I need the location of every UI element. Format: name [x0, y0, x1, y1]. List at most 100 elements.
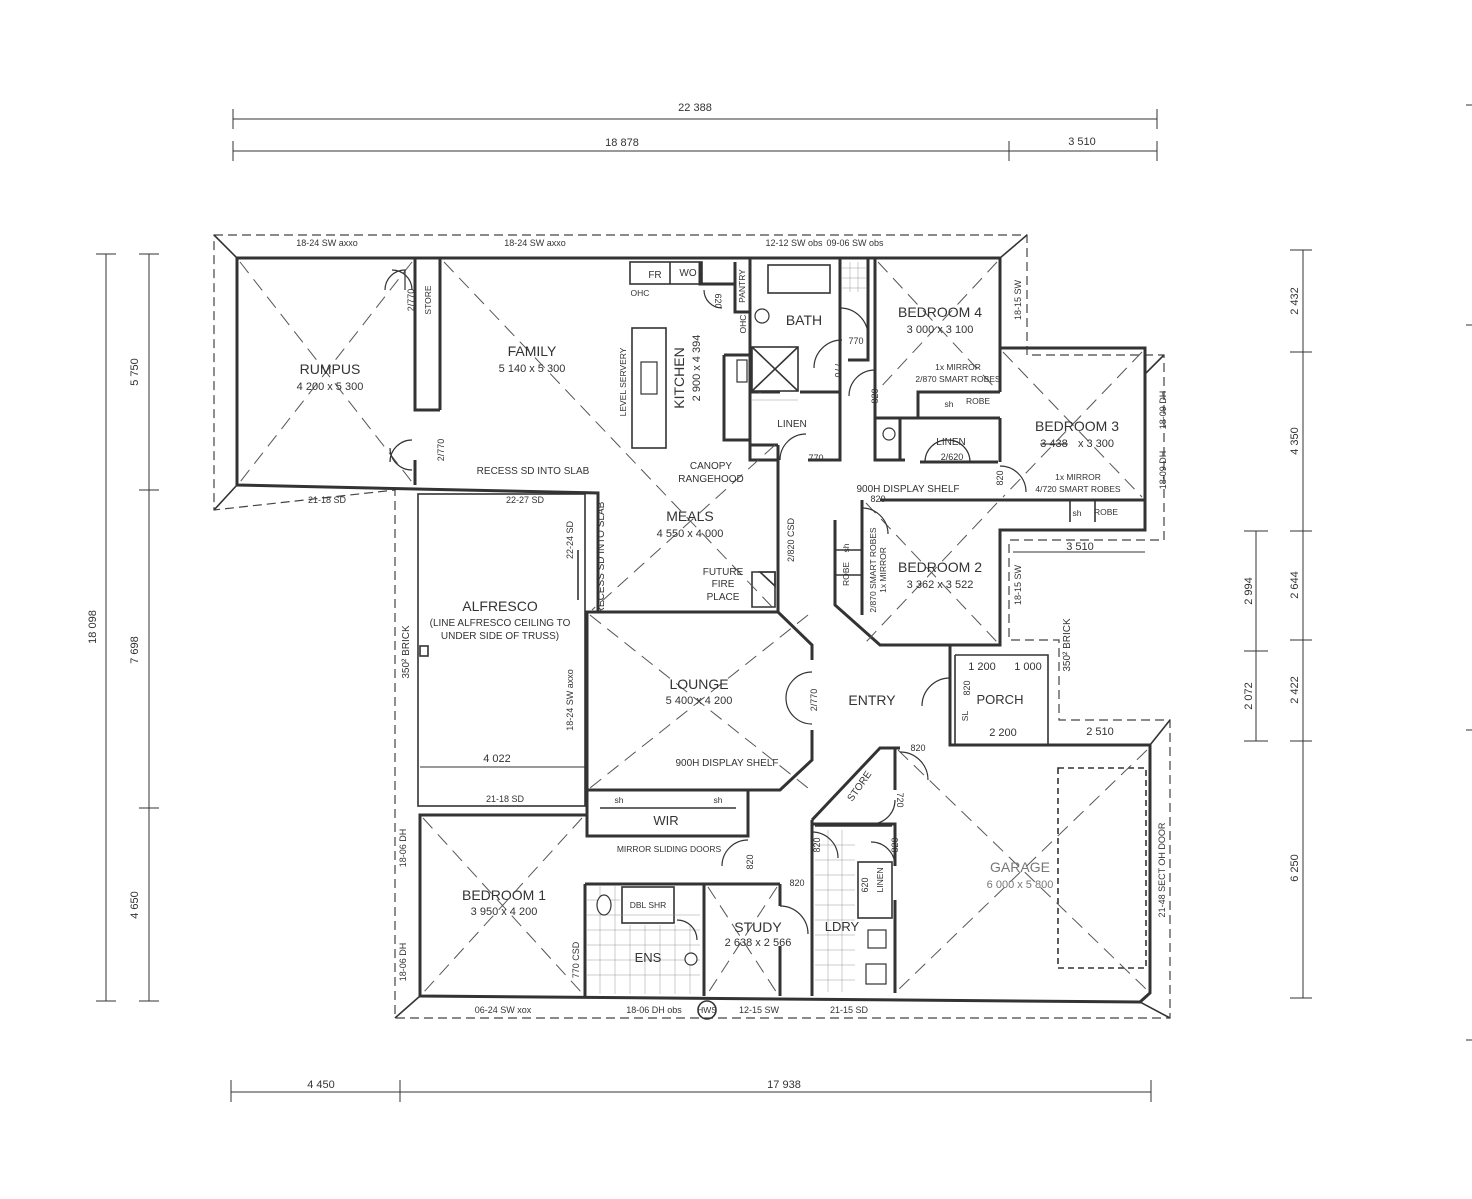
window-w2: 18-24 SW axxo [504, 238, 566, 248]
fireplace-icon [757, 571, 776, 588]
dim-porch-r: 2 510 [1086, 726, 1114, 738]
door-pantry: 620 [713, 293, 723, 308]
dim-left-middle: 7 698 [129, 636, 141, 664]
room-bedroom3-size: x 3 300 [1078, 438, 1114, 450]
window-w18: 12-15 SW [739, 1005, 780, 1015]
dim-b3-w: 3 510 [1066, 541, 1094, 553]
label-robe1: ROBE [966, 396, 990, 406]
door-ldry2: 820 [789, 878, 804, 888]
label-canopy2: RANGEHOOD [678, 474, 744, 485]
label-linen2: LINEN [936, 437, 965, 448]
door-wir: 820 [745, 854, 755, 869]
window-w19: 21-15 SD [830, 1005, 869, 1015]
window-w15: 18-06 DH [398, 943, 408, 982]
room-garage-name: GARAGE [990, 859, 1050, 875]
label-sh-b4: sh [945, 399, 954, 409]
label-store1: STORE [423, 285, 433, 314]
door-meals: 2/820 CSD [786, 517, 796, 562]
label-fr: FR [648, 270, 661, 281]
room-bedroom2-name: BEDROOM 2 [898, 559, 982, 575]
basin-icon [882, 427, 896, 441]
label-wo: WO [679, 268, 696, 279]
window-w20: 21-48 SECT OH DOOR [1157, 822, 1167, 917]
label-sh-b3: sh [1073, 508, 1082, 518]
window-w9: 21-18 SD [308, 495, 347, 505]
door-linen1: 770 [808, 453, 823, 463]
door-garage: 820 [890, 837, 900, 852]
room-alfresco-note2: UNDER SIDE OF TRUSS) [441, 631, 559, 642]
label-ohc2: OHC [738, 315, 748, 334]
label-linen3: LINEN [875, 867, 885, 892]
doors [384, 269, 1027, 941]
washer-icon [865, 963, 887, 985]
dim-left-upper: 5 750 [129, 358, 141, 386]
room-entry-name: ENTRY [848, 692, 896, 708]
label-fire2: FIRE [712, 579, 735, 590]
label-robe3: ROBE [841, 562, 851, 586]
room-bath-name: BATH [786, 312, 822, 328]
label-brick1: 350² BRICK [401, 625, 412, 679]
dim-right-b: 4 350 [1289, 427, 1301, 455]
room-labels: RUMPUS 4 200 x 5 300 FAMILY 5 140 x 5 30… [297, 304, 1120, 965]
window-w7: 18-09 DH [1158, 451, 1168, 490]
label-mirror-b4-1: 1x MIRROR [935, 362, 981, 372]
door-b2: 820 [870, 494, 885, 504]
room-wir-name: WIR [653, 813, 678, 828]
door-store2: 720 [895, 792, 905, 807]
label-pantry: PANTRY [737, 269, 747, 303]
room-bedroom2-size: 3 362 x 3 522 [907, 579, 974, 591]
door-linen3: 620 [860, 877, 870, 892]
dim-right-g: 2 072 [1243, 682, 1255, 710]
label-canopy1: CANOPY [690, 461, 733, 472]
trough-icon [867, 929, 887, 949]
label-mirror-sliding: MIRROR SLIDING DOORS [617, 844, 722, 854]
window-w6: 18-09 DH [1158, 391, 1168, 430]
window-w10: 22-27 SD [506, 495, 545, 505]
label-brick2: 350² BRICK [1062, 618, 1073, 672]
dim-right-c: 2 644 [1289, 571, 1301, 599]
dim-alfresco-w: 4 022 [483, 753, 511, 765]
label-sl: SL [960, 711, 970, 722]
room-kitchen-name: KITCHEN [671, 347, 687, 408]
room-family-size: 5 140 x 5 300 [499, 363, 566, 375]
room-bedroom1-size: 3 950 x 4 200 [471, 906, 538, 918]
room-ens-name: ENS [635, 950, 662, 965]
label-linen1: LINEN [777, 419, 806, 430]
cooktop-icon [736, 359, 748, 383]
room-kitchen-size: 2 900 x 4 394 [691, 335, 703, 402]
room-rumpus-name: RUMPUS [300, 361, 361, 377]
dim-left-total: 18 098 [87, 610, 99, 644]
dim-porch-b: 1 000 [1014, 661, 1042, 673]
bottom-dimensions: 4 450 17 938 [230, 1079, 1152, 1102]
window-w12: 18-24 SW axxo [565, 669, 575, 731]
room-study-name: STUDY [734, 919, 782, 935]
top-dimensions: 22 388 18 878 3 510 [232, 102, 1158, 161]
window-w8: 18-15 SW [1013, 564, 1023, 605]
door-b3: 820 [995, 470, 1005, 485]
window-w16: 06-24 SW xox [475, 1005, 532, 1015]
label-fire3: PLACE [707, 592, 740, 603]
dim-right-e: 6 250 [1289, 854, 1301, 882]
label-mirror-b4-2: 2/870 SMART ROBES [915, 374, 1001, 384]
room-bedroom3-size-struck: 3 438 [1040, 438, 1068, 450]
door-ens: 770 CSD [571, 941, 581, 978]
label-robes-b2-2: 1x MIRROR [878, 547, 888, 593]
basin-ens-icon [684, 952, 698, 966]
dim-bottom-right: 17 938 [767, 1079, 801, 1091]
window-w13: 21-18 SD [486, 794, 525, 804]
room-bedroom1-name: BEDROOM 1 [462, 887, 546, 903]
label-store2: STORE [846, 769, 875, 804]
room-lounge-name: LOUNGE [669, 676, 728, 692]
door-bath: 770 [848, 336, 863, 346]
window-w11: 22-24 SD [565, 520, 575, 559]
label-hws: HWS [697, 1005, 717, 1015]
dim-top-right: 3 510 [1068, 136, 1096, 148]
garage-car-outline [1057, 767, 1147, 969]
room-study-size: 2 638 x 2 566 [725, 937, 792, 949]
dim-top-left: 18 878 [605, 137, 639, 149]
label-recess1: RECESS SD INTO SLAB [477, 466, 590, 477]
room-bedroom3-name: BEDROOM 3 [1035, 418, 1119, 434]
door-linen2: 2/620 [941, 452, 964, 462]
dim-porch-w: 2 200 [989, 727, 1017, 739]
